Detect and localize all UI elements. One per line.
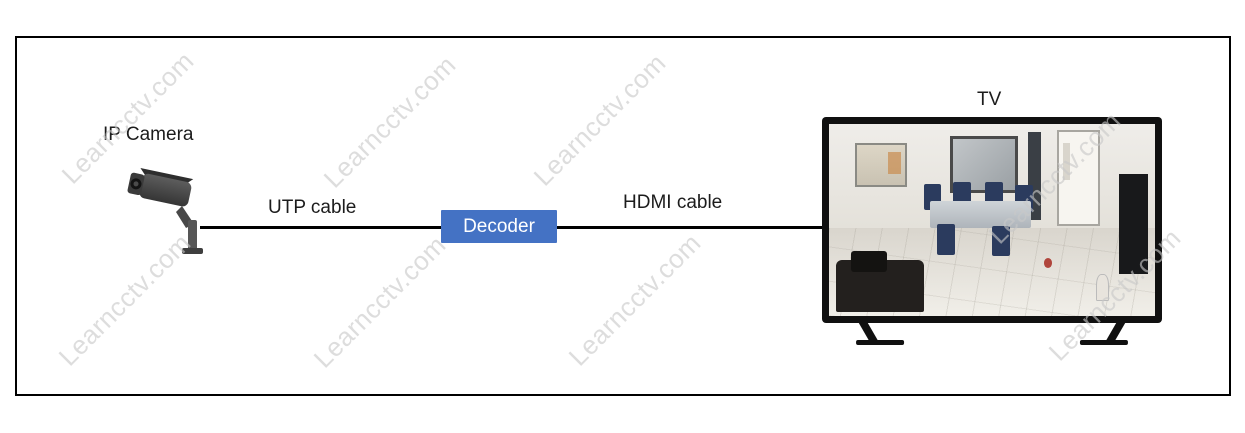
screen-dining-table xyxy=(930,200,1032,228)
tv-screen xyxy=(829,124,1155,316)
hdmi-cable-label: HDMI cable xyxy=(623,192,723,213)
screen-cabinet xyxy=(1119,173,1149,274)
screen-dining-chair xyxy=(936,223,955,255)
decoder-label: Decoder xyxy=(463,215,535,237)
screen-plant xyxy=(1044,258,1053,268)
screen-dining-chair xyxy=(992,225,1010,257)
hdmi-cable-line xyxy=(557,226,822,229)
ip-camera-icon xyxy=(122,162,217,257)
screen-door xyxy=(1057,129,1100,226)
screen-sofa xyxy=(835,251,924,313)
ip-camera-label: IP Camera xyxy=(103,124,194,145)
cctv-camera-icon xyxy=(127,167,203,254)
utp-cable-label: UTP cable xyxy=(268,197,357,218)
tv-label: TV xyxy=(977,89,1002,110)
screen-speaker xyxy=(1096,273,1110,301)
screen-window xyxy=(855,143,908,188)
utp-cable-line xyxy=(200,226,441,229)
tv xyxy=(822,117,1162,345)
decoder-box: Decoder xyxy=(441,210,557,243)
